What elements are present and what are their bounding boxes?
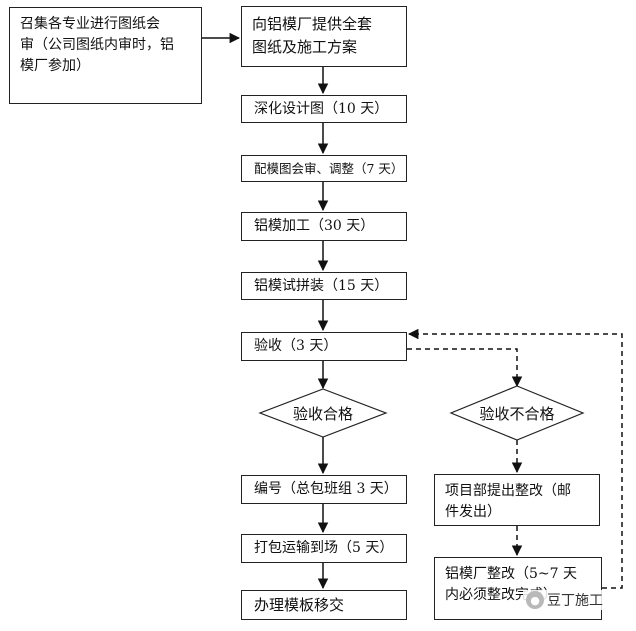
node-review-meeting-line-3: 模厂参加） <box>20 58 90 74</box>
node-numbering: 编号（总包班组 3 天） <box>241 475 407 504</box>
node-rectify-request-line-1: 项目部提出整改（邮 <box>445 483 571 499</box>
node-review-meeting-line-2: 审（公司图纸内审时，铝 <box>20 37 174 53</box>
watermark: ● 豆丁施工 <box>523 590 606 610</box>
node-deepen-design-label: 深化设计图（10 天） <box>254 100 389 117</box>
decision-pass-label: 验收合格 <box>292 405 353 423</box>
node-trial-assembly-label: 铝模试拼装（15 天） <box>254 277 389 294</box>
decision-fail-diamond <box>449 385 585 441</box>
decision-pass-diamond <box>258 388 388 438</box>
node-review-meeting-line-1: 召集各专业进行图纸会 <box>20 16 160 32</box>
node-mold-review-label: 配模图会审、调整（7 天） <box>254 161 404 176</box>
node-review-meeting: 召集各专业进行图纸会 审（公司图纸内审时，铝 模厂参加） <box>9 7 202 104</box>
node-numbering-label: 编号（总包班组 3 天） <box>254 481 398 497</box>
node-provide-drawings: 向铝模厂提供全套 图纸及施工方案 <box>241 6 407 67</box>
node-packing-label: 打包运输到场（5 天） <box>254 540 394 556</box>
watermark-text: 豆丁施工 <box>547 593 603 609</box>
node-factory-rectify-line-1: 铝模厂整改（5~7 天 <box>445 566 577 582</box>
dashed-acceptance-to-fail <box>407 348 523 388</box>
node-handover: 办理模板移交 <box>241 590 407 620</box>
node-trial-assembly: 铝模试拼装（15 天） <box>241 272 407 300</box>
dashed-rectify-back-to-acceptance <box>407 328 623 589</box>
node-processing-label: 铝模加工（30 天） <box>254 218 375 234</box>
wechat-logo-icon: ● <box>526 591 544 609</box>
decision-fail-label: 验收不合格 <box>479 405 555 423</box>
node-acceptance: 验收（3 天） <box>241 332 407 361</box>
node-provide-drawings-line-1: 向铝模厂提供全套 <box>252 15 373 33</box>
node-packing: 打包运输到场（5 天） <box>241 534 407 563</box>
node-processing: 铝模加工（30 天） <box>241 212 407 241</box>
node-handover-label: 办理模板移交 <box>254 595 345 614</box>
node-rectify-request: 项目部提出整改（邮 件发出） <box>434 474 600 526</box>
node-acceptance-label: 验收（3 天） <box>254 338 338 354</box>
node-rectify-request-line-2: 件发出） <box>445 504 501 520</box>
node-deepen-design: 深化设计图（10 天） <box>241 95 407 123</box>
node-mold-review: 配模图会审、调整（7 天） <box>241 155 407 182</box>
node-provide-drawings-line-2: 图纸及施工方案 <box>252 38 358 56</box>
node-factory-rectify: 铝模厂整改（5~7 天 内必须整改完成） <box>434 557 602 620</box>
